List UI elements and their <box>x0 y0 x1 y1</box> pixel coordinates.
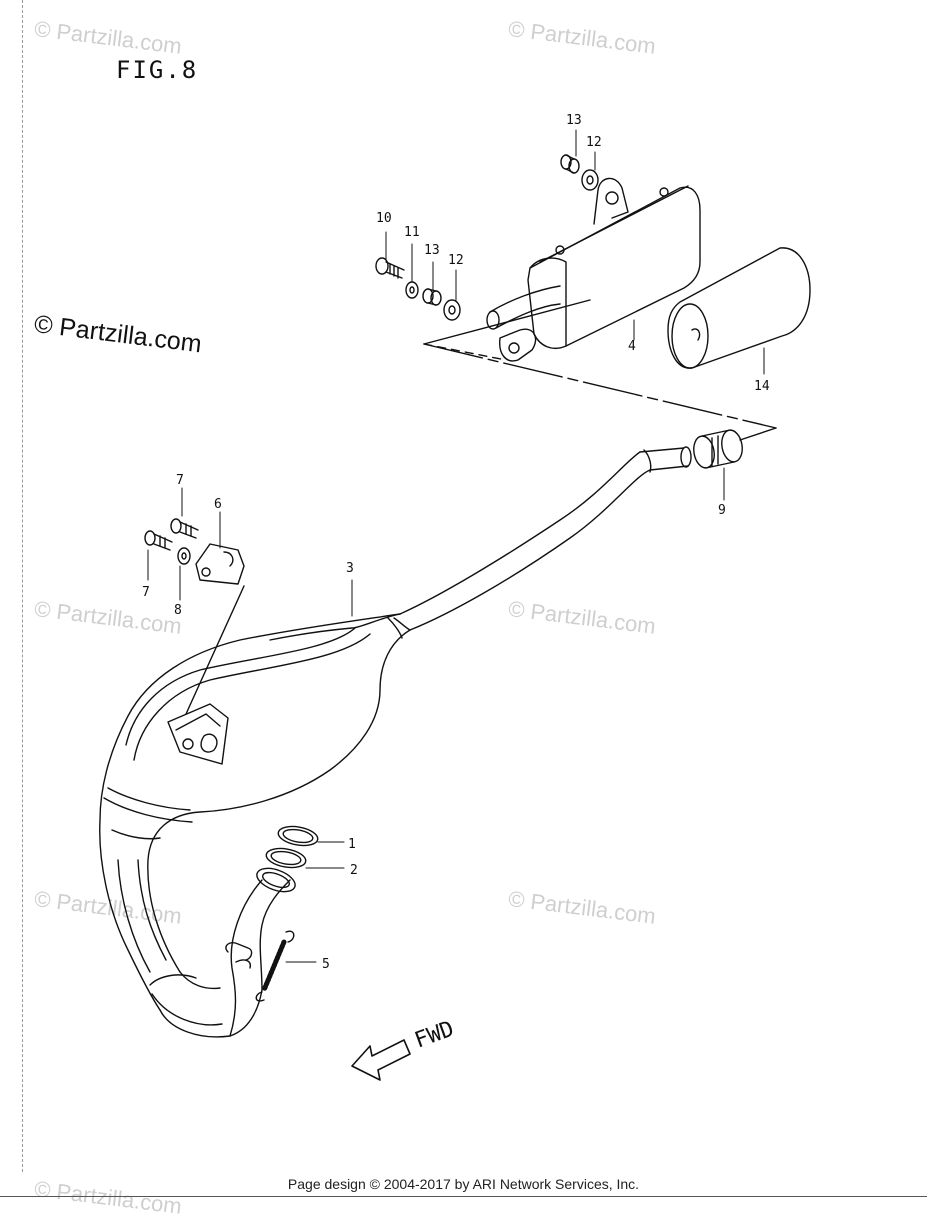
forward-label: FWD <box>412 1017 458 1054</box>
callout-7: 7 <box>142 585 150 600</box>
callout-3: 3 <box>346 561 354 576</box>
callout-2: 2 <box>350 863 358 878</box>
assembly-line <box>739 427 777 441</box>
left-scan-edge <box>22 0 23 1172</box>
washer <box>405 281 419 299</box>
callout-7: 7 <box>176 473 184 488</box>
assembly-line <box>423 299 591 345</box>
grommet <box>581 169 599 191</box>
figure-title: FIG.8 <box>116 56 199 84</box>
callout-1: 1 <box>348 837 356 852</box>
callout-5: 5 <box>322 957 330 972</box>
callout-6: 6 <box>214 497 222 512</box>
gasket <box>277 825 319 847</box>
collar <box>422 288 442 306</box>
mounting-bracket <box>195 543 245 585</box>
assembly-line <box>185 585 245 715</box>
collar <box>560 154 580 174</box>
spring <box>255 930 295 1002</box>
callout-13: 13 <box>566 113 582 128</box>
gasket <box>265 847 307 869</box>
callout-4: 4 <box>628 339 636 354</box>
callout-12: 12 <box>586 135 602 150</box>
expansion-chamber <box>99 446 692 1038</box>
forward-arrow: FWD <box>351 1017 458 1081</box>
bolt <box>170 518 199 539</box>
callout-11: 11 <box>404 225 420 240</box>
assembly-line <box>423 343 777 429</box>
joint-sleeve <box>693 429 743 469</box>
grommet <box>443 299 461 321</box>
silencer <box>486 177 701 362</box>
bolt <box>375 257 405 279</box>
callout-9: 9 <box>718 503 726 518</box>
callout-8: 8 <box>174 603 182 618</box>
footer-credit: Page design © 2004-2017 by ARI Network S… <box>287 1176 640 1192</box>
callout-13: 13 <box>424 243 440 258</box>
leader-lines <box>147 129 765 963</box>
washer <box>177 547 191 565</box>
callout-10: 10 <box>376 211 392 226</box>
silencer-packing <box>667 247 811 369</box>
footer-divider <box>0 1196 927 1197</box>
callout-14: 14 <box>754 379 770 394</box>
callout-12: 12 <box>448 253 464 268</box>
bolt <box>144 530 173 551</box>
